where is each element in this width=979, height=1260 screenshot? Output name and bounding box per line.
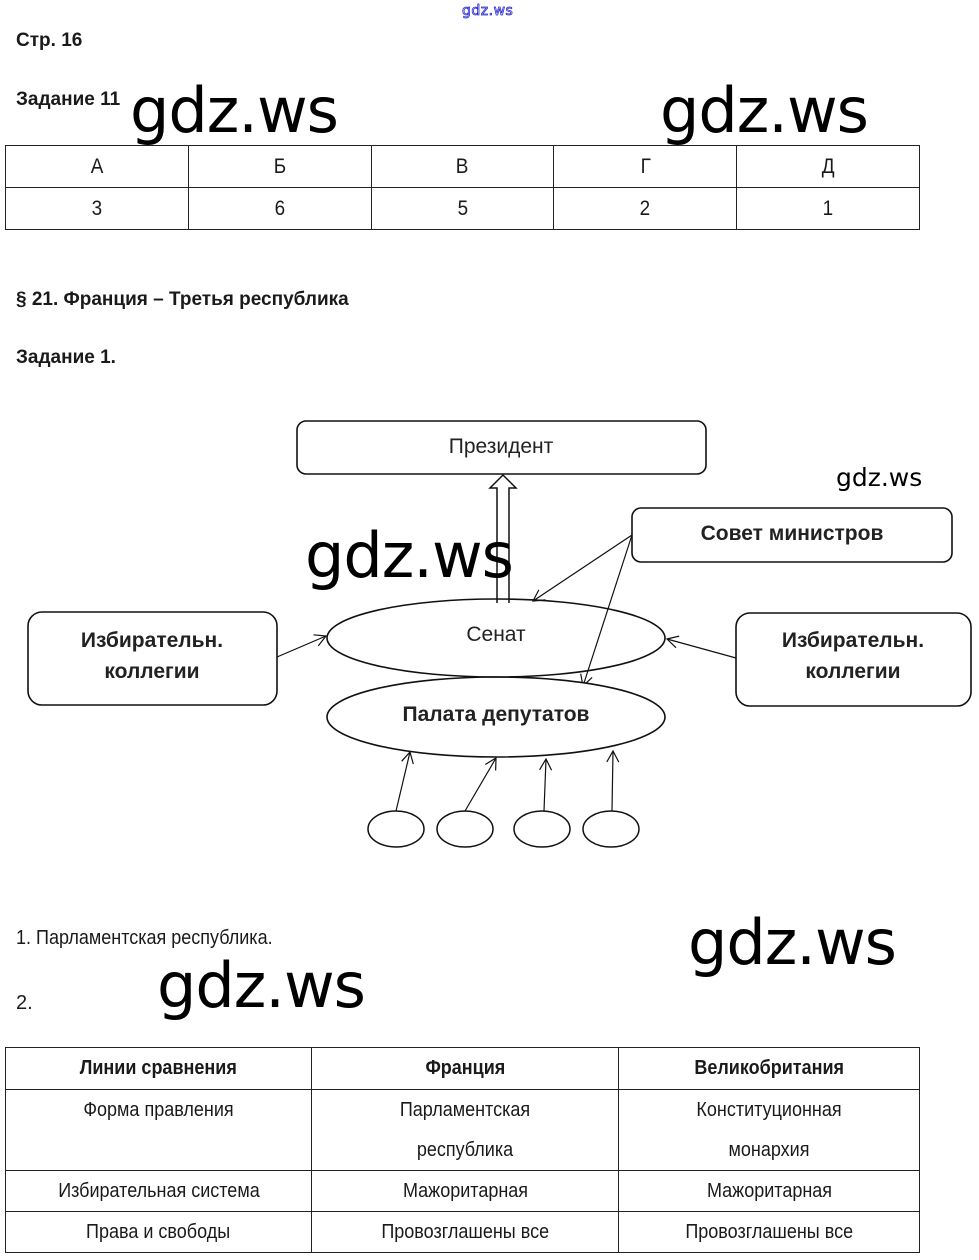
cell-text: В [456,154,469,178]
watermark: gdz.ws [660,74,869,147]
left-electoral-arrow [276,634,328,658]
table-header-row: Линии сравнения Франция Великобритания [5,1047,920,1090]
cell-text: Г [640,154,651,178]
president-label: Президент [449,435,554,458]
header-text: Великобритания [694,1057,844,1079]
electoral-left-box [27,611,278,706]
table-cell: Мажоритарная [618,1170,920,1212]
council-label: Совет министров [701,522,884,545]
table-cell: Конституционная монархия [618,1089,920,1171]
table-cell: А [5,145,189,188]
header-france: Франция [311,1047,619,1090]
table-cell: Б [187,145,372,188]
voter-circle [367,810,425,848]
watermark: gdz.ws [157,949,366,1022]
senate-label: Сенат [466,623,526,646]
electoral-right-line1: Избирательн. [782,629,924,652]
cell-text: Провозглашены все [381,1221,549,1243]
answer-2-label: 2. [16,992,33,1014]
watermark: gdz.ws [836,463,923,492]
answer-1-text: 1. Парламентская республика. [16,927,273,949]
cell-text: Форма правления [83,1099,234,1121]
voter-circle [513,810,571,848]
header-text: Франция [425,1057,505,1079]
voter-circle [436,810,494,848]
senate-ellipse [326,598,666,678]
cell-text: Конституционная монархия [696,1099,842,1161]
header-criterion: Линии сравнения [5,1047,312,1090]
electoral-left-line1: Избирательн. [81,629,223,652]
table-cell: Провозглашены все [618,1211,920,1253]
task11-title: Задание 11 [16,89,121,110]
table-cell: 6 [187,187,372,230]
table-row: Права и свободы Провозглашены все Провоз… [5,1211,920,1253]
electoral-right-line2: коллегии [805,660,900,683]
electoral-left-line2: коллегии [104,660,199,683]
watermark-small: gdz.ws [462,3,514,20]
table-cell: Форма правления [5,1089,312,1171]
table-row: Избирательная система Мажоритарная Мажор… [5,1170,920,1212]
council-to-chamber-arrow [580,534,633,688]
up-arrow-icon [488,473,518,603]
cell-text: Провозглашены все [685,1221,853,1243]
table-cell: Права и свободы [5,1211,312,1253]
cell-text: Мажоритарная [402,1180,528,1202]
table-cell: 1 [736,187,920,230]
watermark: gdz.ws [305,519,514,592]
comparison-table: Линии сравнения Франция Великобритания Ф… [5,1047,920,1253]
voter-arrow [606,749,620,812]
answer-1: 1. Парламентская республика. [16,927,301,950]
voter-arrow [395,750,414,812]
task1-title: Задание 1. [16,347,116,368]
table-cell: Мажоритарная [311,1170,619,1212]
voter-arrow [464,756,497,812]
table-cell: 3 [5,187,189,230]
table-cell: 5 [370,187,555,230]
table-cell: Д [736,145,920,188]
government-diagram: Президент Совет министров Избирательн. к… [27,420,972,848]
section-title: § 21. Франция – Третья республика [16,289,349,310]
table-cell: Провозглашены все [311,1211,619,1253]
cell-text: Д [821,154,835,178]
header-britain: Великобритания [618,1047,920,1090]
table-cell: 2 [553,187,738,230]
cell-text: 1 [822,196,834,220]
chamber-label: Палата депутатов [403,703,590,726]
cell-text: Мажоритарная [706,1180,832,1202]
cell-text: 6 [274,196,285,220]
voter-arrow [539,757,553,812]
cell-text: Парламентская республика [399,1099,531,1161]
table-cell: Избирательная система [5,1170,312,1212]
cell-text: 3 [91,196,103,220]
cell-text: Права и свободы [86,1221,231,1243]
right-electoral-arrow [665,635,737,659]
task11-table: А Б В Г Д 3 6 5 2 1 [5,145,920,230]
cell-text: Б [273,154,286,178]
electoral-right-box [735,612,972,707]
cell-text: 5 [457,196,468,220]
page-label: Стр. 16 [16,30,83,51]
header-text: Линии сравнения [79,1057,238,1079]
council-to-senate-arrow [531,534,633,602]
table-row: Форма правления Парламентская республика… [5,1089,920,1171]
table-cell: Г [553,145,738,188]
voter-circle [582,810,640,848]
table-row: 3 6 5 2 1 [5,187,920,230]
table-cell: В [370,145,555,188]
president-box [296,420,707,475]
cell-text: А [90,154,104,178]
table-header-row: А Б В Г Д [5,145,920,188]
table-cell: Парламентская республика [311,1089,619,1171]
cell-text: 2 [640,196,651,220]
watermark: gdz.ws [130,74,339,147]
cell-text: Избирательная система [57,1180,260,1202]
watermark: gdz.ws [688,906,897,979]
